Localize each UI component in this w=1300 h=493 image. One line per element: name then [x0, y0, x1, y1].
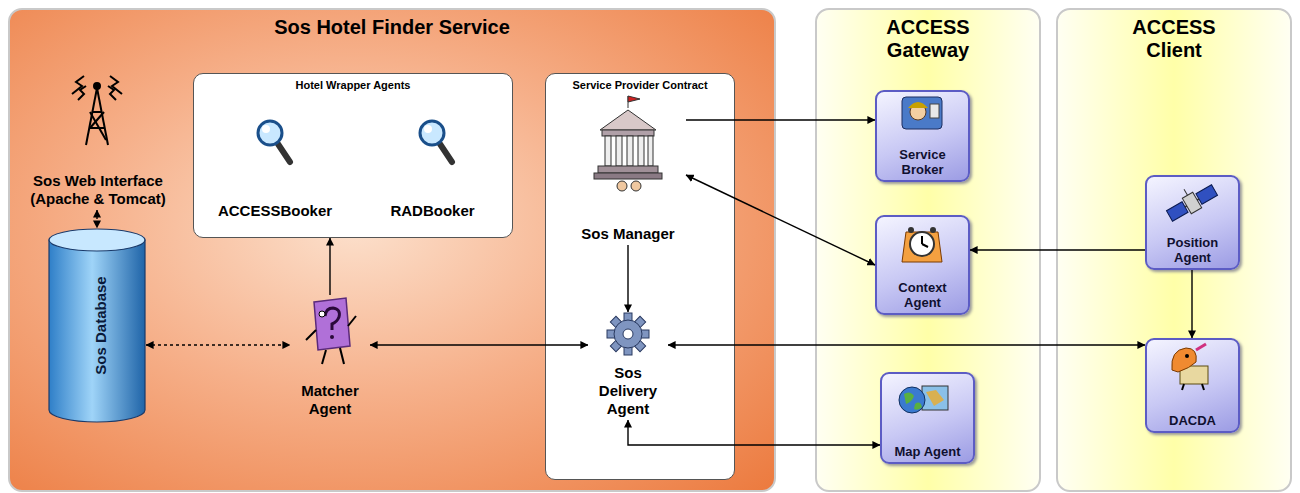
panel-title: ACCESS Client — [1114, 10, 1234, 62]
agent-tile: Context Agent — [875, 215, 970, 315]
matcher-agent-node: Matcher Agent — [290, 295, 370, 420]
panel-title: Sos Hotel Finder Service — [274, 10, 510, 39]
wrapper-group-box: ACCESSBooker RADBooker Hotel Wrapper Agent… — [193, 73, 513, 238]
manager-node: Sos Manager — [570, 100, 686, 245]
group-heading: Hotel Wrapper Agents — [296, 74, 411, 92]
agent-tile: Map Agent — [880, 372, 975, 464]
web-interface-node: Sos Web Interface (Apache & Tomcat) — [12, 70, 184, 210]
gateway-panel: Service BrokerContext AgentMap Agent ACCE… — [815, 8, 1041, 492]
service-panel: Sos Web Interface (Apache & Tomcat) ACCES… — [8, 8, 776, 492]
contract-group-box: Sos ManagerSos Delivery Agent Service Pro… — [545, 73, 735, 480]
node-label: ACCESSBooker — [216, 202, 334, 222]
node-label: RADBooker — [388, 202, 476, 222]
agent-tile: Service Broker — [875, 90, 970, 182]
node-label: Sos Manager — [579, 225, 676, 245]
agent-tile: DACDA — [1145, 338, 1240, 433]
database-label: Sos Database — [83, 276, 112, 374]
node-label: DACDA — [1167, 413, 1218, 431]
node-label: Map Agent — [893, 444, 963, 462]
agent-tile: Position Agent — [1145, 175, 1240, 270]
group-heading: Service Provider Contract — [572, 74, 707, 92]
node-label: Sos Delivery Agent — [588, 364, 668, 420]
node-label: Sos Web Interface (Apache & Tomcat) — [21, 172, 175, 210]
panel-title: ACCESS Gateway — [868, 10, 988, 62]
node-label: Context Agent — [878, 280, 968, 313]
client-panel: Position AgentDACDA ACCESS Client — [1056, 8, 1292, 492]
agent-node: RADBooker — [370, 110, 495, 222]
database-cylinder: Sos Database — [48, 228, 146, 423]
node-label: Service Broker — [878, 147, 968, 180]
node-label: Matcher Agent — [290, 382, 370, 420]
agent-node: ACCESSBooker — [205, 110, 345, 222]
node-label: Position Agent — [1148, 235, 1238, 268]
delivery-agent-node: Sos Delivery Agent — [588, 312, 668, 420]
